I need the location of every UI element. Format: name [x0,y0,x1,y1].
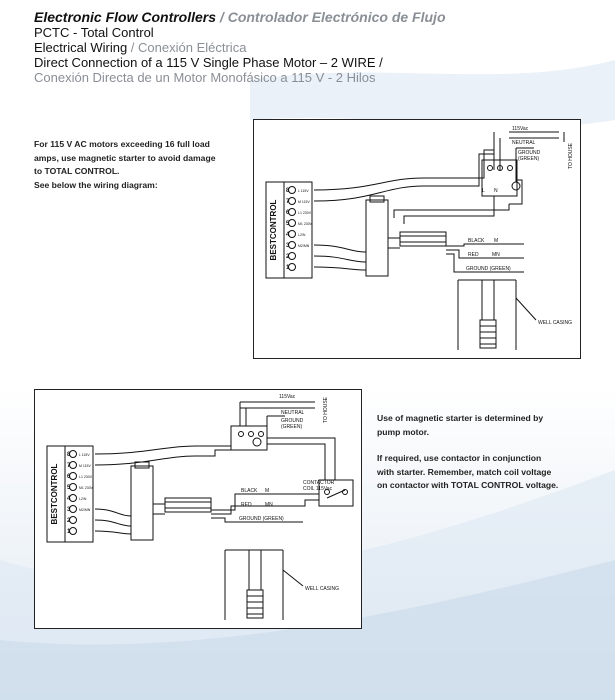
section-title: Electrical Wiring / Conexión Eléctrica [34,40,247,55]
red-wire-label: RED [468,252,479,258]
note-line: See below the wiring diagram: [34,179,158,190]
terminal-number: 2 [67,518,71,524]
terminal-number: 7 [286,199,290,205]
brand-label: BESTCONTROL [269,199,278,260]
terminal-number: 4 [67,496,71,502]
note-line: with starter. Remember, match coil volta… [377,466,552,477]
terminal-label: M1 230V [298,222,313,226]
terminal-label: M2/MN [79,508,91,512]
terminal-number: 6 [67,474,71,480]
black-terminal-label: M [494,238,498,244]
terminal-number: 4 [286,232,290,238]
note-line: If required, use contactor in conjunctio… [377,453,542,463]
black-terminal-label: M [265,488,269,494]
diagram-svg: BESTCONTROL 8 7 6 5 4 3 2 1 L 115V M 115… [46,394,354,620]
ground-label: GROUND [281,418,304,424]
bottom-note-2: If required, use contactor in conjunctio… [377,452,607,493]
diagram-svg: BESTCONTROL 8 7 6 5 4 3 2 1 L 115V M 115… [265,126,574,350]
subtitle-es: Conexión Directa de un Motor Monofásico … [34,70,376,85]
supply-label: 115Vac [279,394,296,400]
supply-label: 115Vac [512,126,529,132]
ground-label: (GREEN) [518,156,539,162]
terminal-label: M1 230V [79,486,94,490]
product-name: PCTC - Total Control [34,25,154,40]
terminal-label: M2/MN [298,244,310,248]
junction-box [230,425,268,451]
note-line: on contactor with TOTAL CONTROL voltage. [377,480,559,490]
terminal-label: M 115V [298,200,310,204]
terminal-label: M 115V [79,464,91,468]
ground-wire-label: GROUND (GREEN) [466,266,511,272]
controller-terminal-block [265,181,313,279]
header: Electronic Flow Controllers / Controlado… [34,9,609,86]
note-line: to TOTAL CONTROL. [34,166,120,176]
contactor-label: CONTACTOR [303,480,335,486]
wiring-diagram-starter: BESTCONTROL 8 7 6 5 4 3 2 1 L 115V M 115… [34,389,362,629]
submersible-pump [479,319,497,349]
to-house-label: TO HOUSE [323,396,329,423]
wiring-diagram-direct: BESTCONTROL 8 7 6 5 4 3 2 1 L 115V M 115… [253,119,581,359]
submersible-pump [246,589,264,619]
note-line: pump motor. [377,426,430,437]
terminal-label: L2/N [79,497,87,501]
conduit-fitting [365,199,389,277]
terminal-number: 1 [286,265,290,271]
ground-symbol [511,181,521,191]
controller-terminal-block [46,445,94,543]
ground-symbol [252,437,262,447]
terminal-number: 1 [67,529,71,535]
terminal-number: 5 [286,221,290,227]
terminal-number: 7 [67,463,71,469]
to-house-label: TO HOUSE [568,142,574,169]
junction-box [481,159,518,197]
brand-label: BESTCONTROL [50,463,59,524]
terminal-label: L1 230V [79,475,93,479]
terminal-label: L 115V [298,189,309,193]
terminal-number: 8 [286,188,290,194]
well-casing-label: WELL CASING [538,320,572,326]
terminal-label: L1 230V [298,211,312,215]
red-terminal-label: MN [492,252,500,258]
box-l-label: L [482,188,485,194]
ground-label: (GREEN) [281,424,302,430]
neutral-label: NEUTRAL [512,140,536,146]
box-n-label: N [494,188,498,194]
note-line: For 115 V AC motors exceeding 16 full lo… [34,139,210,149]
bottom-note-1: Use of magnetic starter is determined by… [377,412,602,439]
terminal-number: 8 [67,452,71,458]
note-line: Use of magnetic starter is determined by [377,413,544,423]
top-note: For 115 V AC motors exceeding 16 full lo… [34,138,249,192]
neutral-label: NEUTRAL [281,410,305,416]
red-wire-label: RED [241,502,252,508]
black-wire-label: BLACK [241,488,258,494]
black-wire-label: BLACK [468,238,485,244]
subtitle-en: Direct Connection of a 115 V Single Phas… [34,55,383,70]
ground-label: GROUND [518,150,541,156]
terminal-label: L 115V [79,453,90,457]
terminal-number: 3 [67,507,71,513]
terminal-number: 3 [286,243,290,249]
terminal-label: L2/N [298,233,306,237]
terminal-number: 5 [67,485,71,491]
contactor-label: COIL 115Vac [303,486,333,492]
page-title: Electronic Flow Controllers / Controlado… [34,9,446,25]
red-terminal-label: MN [265,502,273,508]
well-casing-label: WELL CASING [305,586,339,592]
conduit-fitting [130,465,154,541]
note-line: amps, use magnetic starter to avoid dama… [34,152,216,163]
terminal-number: 6 [286,210,290,216]
terminal-number: 2 [286,254,290,260]
ground-wire-label: GROUND (GREEN) [239,516,284,522]
